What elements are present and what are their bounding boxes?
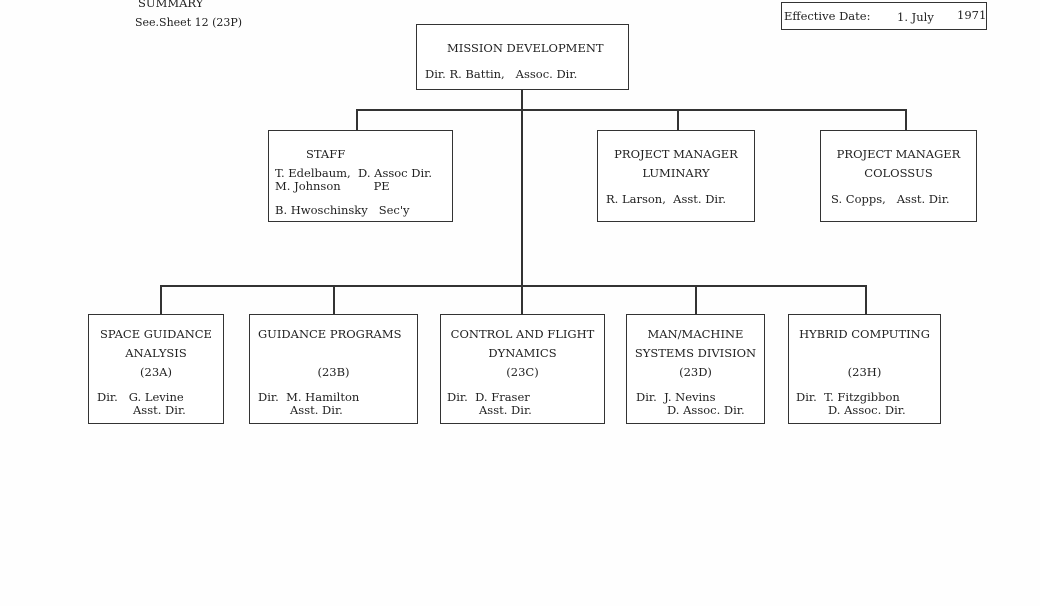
division-director-title: D. Assoc. Dir. — [667, 403, 745, 417]
division-director-title: Asst. Dir. — [290, 403, 343, 417]
effective-date-year: 1971 — [957, 8, 987, 22]
connector-upper-bus — [356, 109, 906, 111]
box-director: Dir. R. Battin, Assoc. Dir. — [425, 67, 578, 81]
division-director-title: Asst. Dir. — [133, 403, 186, 417]
luminary-box: PROJECT MANAGER LUMINARY R. Larson, Asst… — [597, 130, 755, 222]
connector-trunk — [521, 89, 523, 314]
mission-development-box: MISSION DEVELOPMENT Dir. R. Battin, Asso… — [416, 24, 629, 90]
effective-date-label: Effective Date: — [784, 9, 871, 23]
box-title: MISSION DEVELOPMENT — [447, 41, 604, 55]
division-code: (23H) — [847, 365, 882, 379]
division-box-23b: GUIDANCE PROGRAMS (23B) Dir. M. Hamilton… — [249, 314, 418, 424]
connector-lower-bus — [160, 285, 866, 287]
effective-date-box: Effective Date: 1. July 1971 — [781, 2, 987, 30]
box-title: STAFF — [306, 147, 346, 161]
box-title: PROJECT MANAGER — [614, 147, 738, 161]
effective-date-day: 1. July — [897, 10, 934, 24]
division-director: Dir. D. Fraser — [447, 390, 530, 404]
division-title: DYNAMICS — [488, 346, 557, 360]
division-code: (23D) — [679, 365, 712, 379]
division-code: (23B) — [317, 365, 350, 379]
division-box-23d: MAN/MACHINE SYSTEMS DIVISION (23D) Dir. … — [626, 314, 765, 424]
division-title: ANALYSIS — [125, 346, 187, 360]
division-title: CONTROL AND FLIGHT — [450, 327, 595, 341]
box-subtitle: COLOSSUS — [864, 166, 933, 180]
box-director: S. Copps, Asst. Dir. — [831, 192, 950, 206]
connector — [160, 285, 162, 314]
division-box-23c: CONTROL AND FLIGHT DYNAMICS (23C) Dir. D… — [440, 314, 605, 424]
division-director: Dir. G. Levine — [97, 390, 184, 404]
division-title: MAN/MACHINE — [647, 327, 744, 341]
staff-line: B. Hwoschinsky Sec'y — [275, 203, 410, 217]
connector — [695, 285, 697, 314]
box-director: R. Larson, Asst. Dir. — [606, 192, 726, 206]
staff-line: M. Johnson PE — [275, 179, 390, 193]
division-director-title: D. Assoc. Dir. — [828, 403, 906, 417]
division-director: Dir. M. Hamilton — [258, 390, 360, 404]
division-director: Dir. J. Nevins — [636, 390, 716, 404]
division-director: Dir. T. Fitzgibbon — [796, 390, 900, 404]
division-box-23a: SPACE GUIDANCE ANALYSIS (23A) Dir. G. Le… — [88, 314, 224, 424]
connector — [356, 109, 358, 130]
connector — [677, 109, 679, 130]
division-code: (23A) — [140, 365, 172, 379]
division-director-title: Asst. Dir. — [479, 403, 532, 417]
division-box-23h: HYBRID COMPUTING (23H) Dir. T. Fitzgibbo… — [788, 314, 941, 424]
box-subtitle: LUMINARY — [642, 166, 710, 180]
staff-box: STAFF T. Edelbaum, D. Assoc Dir. M. John… — [268, 130, 453, 222]
summary-label: SUMMARY — [138, 0, 204, 10]
staff-line: T. Edelbaum, D. Assoc Dir. — [275, 166, 433, 180]
see-sheet-note: See.Sheet 12 (23P) — [135, 16, 243, 29]
division-title: GUIDANCE PROGRAMS — [258, 327, 402, 341]
division-title: SPACE GUIDANCE — [100, 327, 212, 341]
connector — [333, 285, 335, 314]
division-title: SYSTEMS DIVISION — [634, 346, 757, 360]
connector — [905, 109, 907, 130]
colossus-box: PROJECT MANAGER COLOSSUS S. Copps, Asst.… — [820, 130, 977, 222]
box-title: PROJECT MANAGER — [836, 147, 961, 161]
connector — [865, 285, 867, 314]
division-title: HYBRID COMPUTING — [799, 327, 930, 341]
division-code: (23C) — [506, 365, 539, 379]
